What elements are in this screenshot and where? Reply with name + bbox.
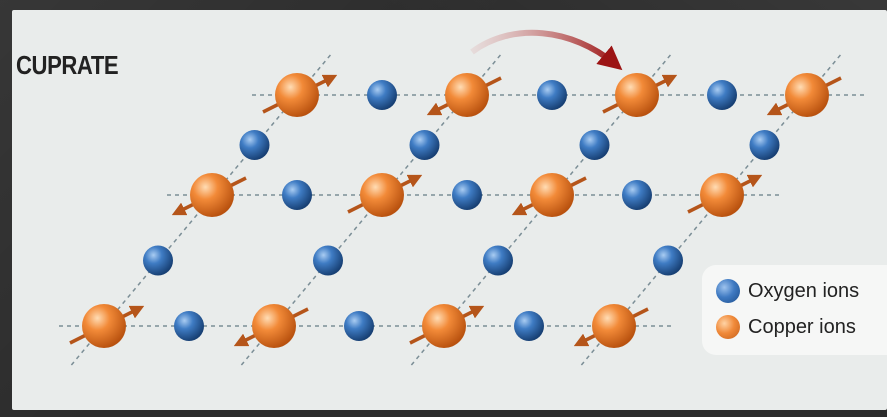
oxygen-ion bbox=[579, 130, 610, 160]
hop-arrow bbox=[470, 29, 623, 71]
oxygen-ion bbox=[514, 311, 544, 341]
copper-ion bbox=[530, 173, 574, 217]
copper-ion bbox=[785, 73, 829, 117]
oxygen-ion bbox=[409, 130, 440, 160]
oxygen-ion bbox=[483, 245, 513, 276]
oxygen-ion bbox=[653, 245, 683, 276]
copper-ion bbox=[445, 73, 489, 117]
copper-ion-icon bbox=[716, 315, 740, 339]
oxygen-ion bbox=[143, 245, 173, 276]
oxygen-ion bbox=[452, 180, 482, 210]
copper-ion bbox=[190, 173, 234, 217]
oxygen-ion bbox=[282, 180, 312, 210]
legend-label-copper: Copper ions bbox=[748, 315, 856, 338]
oxygen-ion bbox=[707, 80, 737, 110]
oxygen-ion bbox=[239, 130, 270, 160]
oxygen-ion bbox=[622, 180, 652, 210]
oxygen-ions bbox=[143, 80, 780, 341]
copper-ion bbox=[275, 73, 319, 117]
copper-ion bbox=[422, 304, 466, 348]
oxygen-ion bbox=[344, 311, 374, 341]
copper-ion bbox=[360, 173, 404, 217]
oxygen-ion bbox=[313, 245, 343, 276]
legend-label-oxygen: Oxygen ions bbox=[748, 279, 860, 302]
diagram-title: CUPRATE bbox=[16, 50, 119, 80]
oxygen-ion bbox=[367, 80, 397, 110]
diagram-panel: CUPRATE bbox=[12, 10, 887, 410]
copper-ion bbox=[592, 304, 636, 348]
oxygen-ion-icon bbox=[716, 279, 740, 303]
copper-ions bbox=[69, 73, 842, 348]
copper-ion bbox=[252, 304, 296, 348]
legend: Oxygen ions Copper ions bbox=[702, 265, 887, 355]
legend-item-copper: Copper ions bbox=[716, 315, 856, 339]
oxygen-ion bbox=[537, 80, 567, 110]
copper-ion bbox=[615, 73, 659, 117]
oxygen-ion bbox=[749, 130, 780, 160]
copper-ion bbox=[82, 304, 126, 348]
cuprate-lattice bbox=[59, 29, 867, 367]
copper-ion bbox=[700, 173, 744, 217]
legend-item-oxygen: Oxygen ions bbox=[716, 279, 859, 303]
oxygen-ion bbox=[174, 311, 204, 341]
